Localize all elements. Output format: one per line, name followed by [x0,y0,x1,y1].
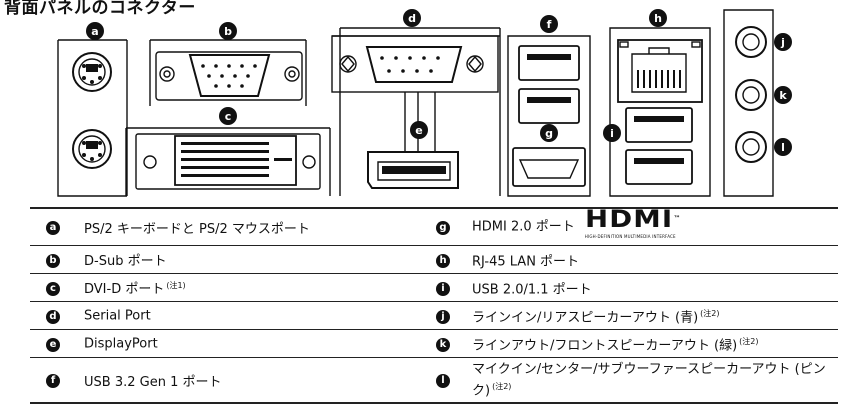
row-badge-right: j [436,309,450,324]
badge-b: b [224,25,232,38]
row-badge-left: a [46,221,60,235]
badge-h: h [654,12,662,25]
connector-label: マイクイン/センター/サブウーファースピーカーアウト (ピンク) [472,361,826,399]
row-badge-right: h [436,253,450,268]
row-badge-left: d [46,309,60,324]
connector-label: RJ-45 LAN ポート [472,254,580,270]
badge-a: a [91,25,98,38]
table-row: c DVI-D ポート(注1) i USB 2.0/1.1 ポート [30,273,838,302]
connector-badges: a b c d e f g h i j k l [86,9,792,156]
rear-panel-diagram: a b c d e f g h i j k l [57,9,792,197]
badge-g: g [545,127,553,140]
table-row: d Serial Port j ラインイン/リアスピーカーアウト (青)(注2) [30,301,838,330]
connector-label: Serial Port [84,308,151,324]
badge-f: f [547,18,552,31]
connector-label: ラインイン/リアスピーカーアウト (青) [472,310,699,326]
connector-label: PS/2 キーボードと PS/2 マウスポート [84,221,310,237]
connector-label: DisplayPort [84,336,158,352]
row-badge-left: f [46,374,60,388]
connector-label: USB 3.2 Gen 1 ポート [84,374,222,390]
page-title: 背面パネルのコネクター [4,0,196,18]
connector-label: DVI-D ポート [84,282,165,297]
connector-label: HDMI 2.0 ポート [472,219,575,235]
connector-label: USB 2.0/1.1 ポート [472,282,592,298]
row-badge-left: e [46,337,60,352]
row-badge-right: k [436,337,450,352]
badge-k: k [779,89,787,102]
table-row: b D-Sub ポート h RJ-45 LAN ポート [30,245,838,274]
table-row: e DisplayPort k ラインアウト/フロントスピーカーアウト (緑)(注2) [30,329,838,358]
note-ref: (注2) [700,308,720,318]
badge-c: c [225,110,232,123]
note-ref: (注2) [739,336,759,346]
row-badge-left: b [46,253,60,268]
badge-j: j [780,36,785,49]
note-ref: (注2) [492,381,512,391]
badge-e: e [415,124,422,137]
row-badge-right: i [436,281,450,296]
table-row: a PS/2 キーボードと PS/2 マウスポート g HDMI 2.0 ポート HDM… [30,205,838,246]
connector-legend-table: a PS/2 キーボードと PS/2 マウスポート g HDMI 2.0 ポート HDM… [30,207,838,404]
note-ref: (注1) [166,280,186,290]
row-badge-right: g [436,221,450,235]
badge-i: i [610,127,614,140]
connector-label: D-Sub ポート [84,254,167,269]
badge-d: d [408,12,416,25]
row-badge-left: c [46,281,60,296]
connector-label: ラインアウト/フロントスピーカーアウト (緑) [472,338,738,354]
badge-l: l [781,141,785,154]
table-row: f USB 3.2 Gen 1 ポート l マイクイン/センター/サブウーファースピー… [30,357,838,404]
row-badge-right: l [436,374,450,388]
